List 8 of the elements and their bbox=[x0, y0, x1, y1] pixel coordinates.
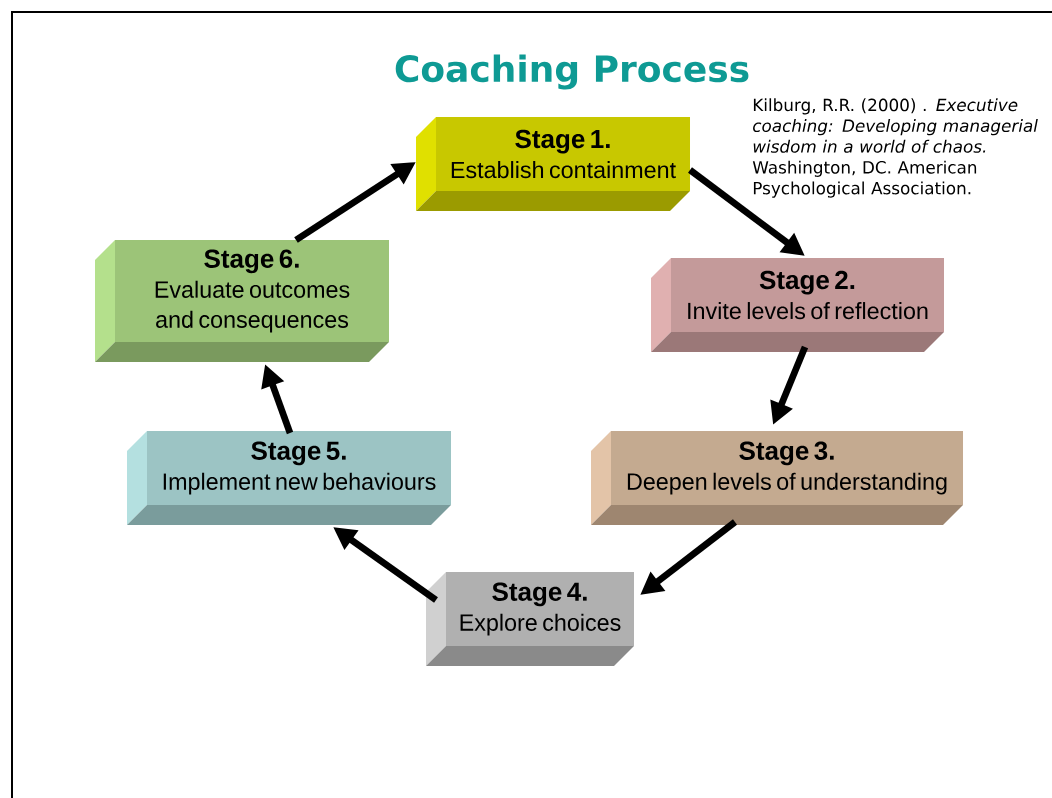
stage-box: Stage 4. Explore choices bbox=[426, 572, 634, 666]
stage-box: Stage 2. Invite levels of reflection bbox=[651, 258, 944, 352]
stage-box: Stage 5. Implement new behaviours bbox=[127, 431, 451, 525]
citation: Kilburg, R.R. (2000) . Executive coaching: Developing managerial wisdom in a world of chaos. Washington, DC. American Psychological Association. bbox=[752, 98, 1038, 198]
stage-box: Stage 6. Evaluate outcomes and consequences bbox=[95, 240, 389, 362]
title: Coaching Process bbox=[395, 54, 749, 90]
stage-box: Stage 1. Establish containment bbox=[416, 117, 690, 211]
stage-box: Stage 3. Deepen levels of understanding bbox=[591, 431, 963, 525]
